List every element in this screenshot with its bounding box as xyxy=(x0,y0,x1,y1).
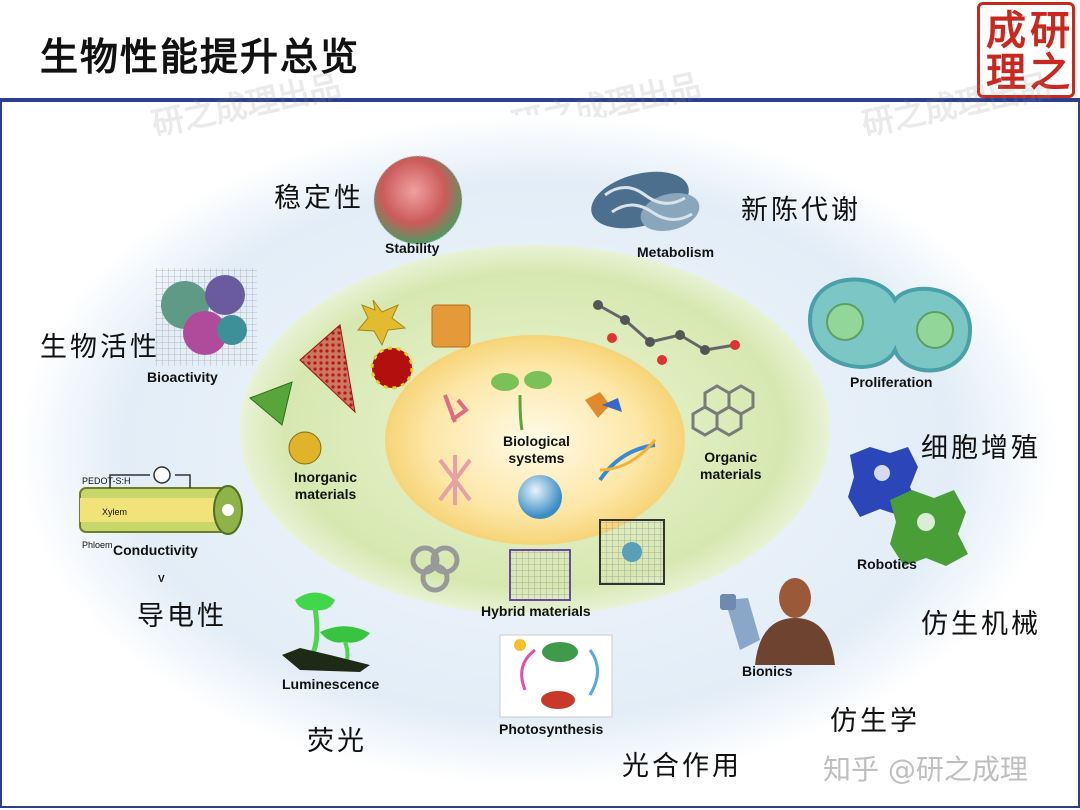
label-robotics-cn: 仿生机械 xyxy=(921,609,1041,640)
biological-systems-graphic xyxy=(438,371,657,519)
label-conductivity-en: Conductivity xyxy=(113,542,198,558)
label-metabolism-cn: 新陈代谢 xyxy=(741,195,861,226)
label-luminescence-en: Luminescence xyxy=(282,676,380,692)
seal-char: 理 xyxy=(986,49,1026,96)
photosynthesis-graphic xyxy=(499,634,613,718)
label-organic-materials: Organic materials xyxy=(700,449,762,482)
conductivity-graphic xyxy=(79,466,243,535)
label-bioactivity-en: Bioactivity xyxy=(147,369,218,385)
label-photosynthesis-cn: 光合作用 xyxy=(622,751,742,782)
organic-materials-graphic xyxy=(593,300,755,437)
inorganic-materials-graphic xyxy=(249,299,471,465)
label-voltmeter: V xyxy=(158,574,165,585)
label-proliferation-cn: 细胞增殖 xyxy=(921,433,1041,464)
bionics-graphic xyxy=(720,578,835,665)
label-biological-systems: Biological systems xyxy=(503,433,570,466)
inner-ellipse xyxy=(385,335,685,545)
label-bionics-en: Bionics xyxy=(742,663,793,679)
label-bionics-cn: 仿生学 xyxy=(830,706,920,737)
page-title: 生物性能提升总览 xyxy=(40,34,361,79)
robotics-graphic xyxy=(848,447,968,566)
footer-credit: 知乎 @研之成理 xyxy=(823,753,1028,786)
label-hybrid-materials: Hybrid materials xyxy=(481,603,591,619)
label-conductivity-cn: 导电性 xyxy=(137,601,227,632)
diagram-canvas xyxy=(18,115,1058,785)
label-stability-en: Stability xyxy=(385,240,440,256)
label-proliferation-en: Proliferation xyxy=(850,374,933,390)
slide-frame xyxy=(0,102,1080,808)
label-robotics-en: Robotics xyxy=(857,556,917,572)
label-pedot: PEDOT-S:H xyxy=(82,476,131,486)
label-bioactivity-cn: 生物活性 xyxy=(40,332,160,363)
seal-char: 研 xyxy=(1030,7,1070,54)
seal-char: 之 xyxy=(1030,49,1070,96)
seal-logo: 成 研 理 之 xyxy=(977,2,1075,98)
header-divider xyxy=(0,98,1080,102)
proliferation-graphic xyxy=(807,277,973,373)
label-inorganic-materials: Inorganic materials xyxy=(294,469,358,502)
label-stability-cn: 稳定性 xyxy=(274,183,364,214)
metabolism-graphic xyxy=(591,171,700,232)
label-photosynthesis-en: Photosynthesis xyxy=(499,721,604,737)
label-xylem: Xylem xyxy=(102,507,128,517)
label-phloem: Phloem xyxy=(82,540,113,550)
label-luminescence-cn: 荧光 xyxy=(307,726,367,757)
stability-graphic xyxy=(374,156,462,244)
bioactivity-graphic xyxy=(155,268,257,366)
seal-char: 成 xyxy=(986,7,1026,54)
label-metabolism-en: Metabolism xyxy=(637,244,715,260)
luminescence-graphic xyxy=(282,592,370,672)
header: 生物性能提升总览 成 研 理 之 xyxy=(0,0,1080,100)
hybrid-materials-graphic xyxy=(410,519,665,601)
